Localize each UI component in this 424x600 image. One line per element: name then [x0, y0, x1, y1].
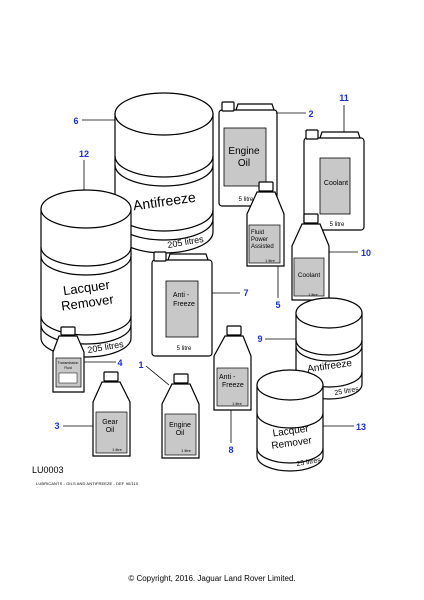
can-coolant-5[interactable]: Coolant 5 litre [303, 129, 365, 231]
drum-antifreeze-25-volume: 25 litres [334, 386, 360, 397]
callout-10[interactable]: 10 [361, 248, 371, 258]
bottle-coolant-1-label: Coolant [298, 272, 321, 279]
bottle-transmission-line-2: Fluid [64, 366, 72, 370]
callout-7[interactable]: 7 [243, 288, 248, 298]
can-antifreeze-5[interactable]: Anti - Freeze 5 litre [151, 251, 213, 357]
can-engine-oil-5-label-2: Oil [238, 158, 250, 169]
can-antifreeze-5-volume: 5 litre [177, 346, 192, 352]
bottle-coolant-1-volume: 1 litre [308, 292, 319, 297]
can-antifreeze-5-label-1: Anti - [173, 292, 190, 299]
bottle-engine-oil-1[interactable]: Engine Oil 1 litre [161, 373, 200, 459]
bottle-gear-oil-volume: 1 litre [112, 447, 123, 452]
can-engine-oil-5-volume: 5 litre [239, 197, 254, 203]
callout-13[interactable]: 13 [356, 422, 366, 432]
bottle-gear-oil-line-1: Gear [102, 419, 118, 426]
bottle-engine-oil-1-line-2: Oil [176, 430, 185, 437]
copyright-notice: © Copyright, 2016. Jaguar Land Rover Lim… [128, 574, 296, 583]
drum-lacquer-205-label-2: Remover [60, 291, 115, 313]
bottle-fluid-power-line-1: Fluid [251, 230, 264, 236]
bottle-antifreeze-1[interactable]: Anti - Freeze 1 litre [213, 325, 252, 411]
callout-4[interactable]: 4 [117, 358, 122, 368]
callout-9[interactable]: 9 [257, 334, 262, 344]
can-coolant-5-volume: 5 litre [330, 222, 345, 228]
bottle-engine-oil-1-line-1: Engine [169, 422, 191, 429]
bottle-fluid-power-line-3: Assisted [251, 244, 274, 250]
callout-1[interactable]: 1 [138, 360, 143, 370]
callout-12[interactable]: 12 [79, 149, 89, 159]
callout-5[interactable]: 5 [275, 300, 280, 310]
drum-lacquer-205-label-1: Lacquer [62, 277, 111, 298]
bottle-coolant-1[interactable]: Coolant 1 litre [291, 213, 330, 301]
bottle-transmission-line-1: Transmission [58, 361, 79, 365]
bottle-antifreeze-1-line-2: Freeze [222, 382, 244, 389]
bottle-gear-oil-line-2: Oil [106, 427, 115, 434]
drum-lacquer-205[interactable]: Lacquer Remover 205 litres [40, 189, 132, 358]
bottle-fluid-power-volume: 1 litre [265, 258, 276, 263]
drum-antifreeze-205[interactable]: Antifreeze 205 litres [114, 92, 214, 254]
bottle-gear-oil[interactable]: Gear Oil 1 litre [92, 371, 131, 457]
leader-lines [63, 105, 358, 443]
callout-2[interactable]: 2 [308, 109, 313, 119]
bottle-engine-oil-1-volume: 1 litre [181, 448, 192, 453]
callout-3[interactable]: 3 [54, 421, 59, 431]
can-antifreeze-5-label-2: Freeze [173, 301, 195, 308]
bottle-transmission[interactable]: Transmission Fluid [52, 326, 85, 393]
bottle-fluid-power-line-2: Power [251, 237, 268, 243]
bottle-antifreeze-1-volume: 1 litre [232, 401, 243, 406]
callout-8[interactable]: 8 [228, 445, 233, 455]
bottle-fluid-power[interactable]: Fluid Power Assisted 1 litre [246, 181, 285, 267]
diagram-subtitle: LUBRICANTS - OILS AND ANTIFREEZE - DEF 9… [36, 481, 139, 486]
callout-6[interactable]: 6 [73, 116, 78, 126]
callouts: 1 2 3 4 5 6 7 8 9 10 11 12 13 [54, 93, 371, 455]
drum-lacquer-25[interactable]: Lacquer Remover 25 litres [256, 369, 324, 472]
diagram-code: LU0003 [32, 465, 64, 475]
can-coolant-5-label: Coolant [324, 180, 348, 187]
drum-lacquer-25-label-1: Lacquer [272, 423, 310, 439]
bottle-antifreeze-1-line-1: Anti - [219, 374, 236, 381]
can-engine-oil-5-label-1: Engine [228, 146, 260, 157]
drum-lacquer-25-volume: 25 litres [296, 457, 322, 468]
callout-11[interactable]: 11 [339, 93, 349, 103]
